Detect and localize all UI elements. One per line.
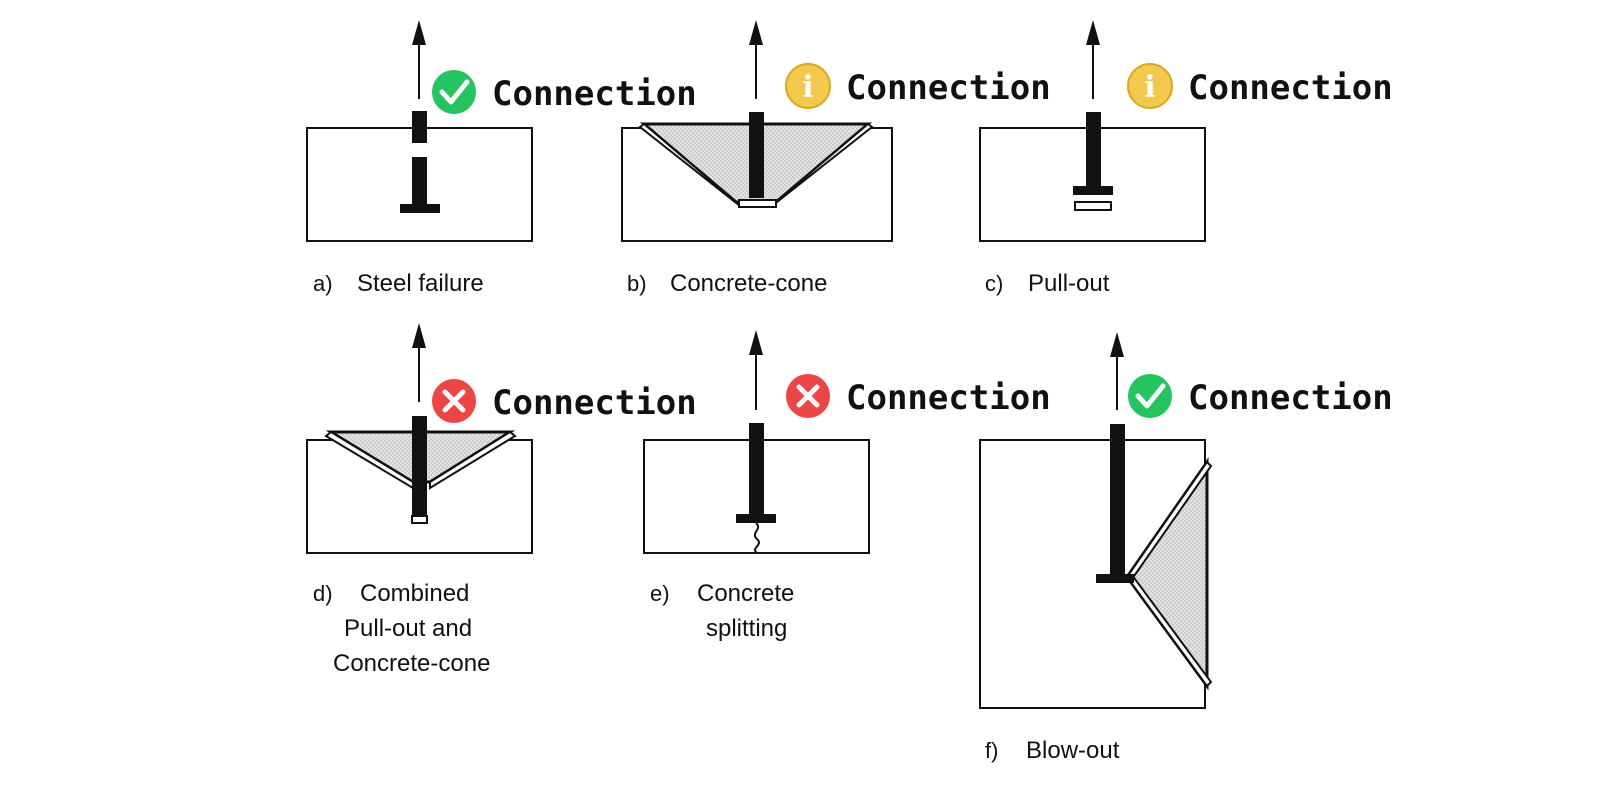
status-info-icon: i	[785, 63, 831, 109]
tension-arrow-head	[1110, 332, 1124, 357]
displaced-bolt-head-outline	[738, 199, 777, 208]
panel-caption-line-1: Combined	[360, 580, 469, 607]
bolt-head	[736, 514, 776, 523]
panel-caption: Steel failure	[357, 270, 484, 297]
cone-crack-gap	[429, 430, 517, 490]
bolt-shaft	[749, 112, 764, 198]
svg-text:i: i	[1144, 70, 1155, 105]
bolt-head	[1073, 186, 1113, 195]
bolt-shaft	[1110, 424, 1125, 579]
connection-label: Connection	[846, 378, 1051, 418]
status-check-icon	[1128, 374, 1172, 418]
tension-arrow-head	[1086, 20, 1100, 45]
panel-d-combined: Connection d) Combined Pull-out and Conc…	[306, 323, 697, 677]
bolt-head	[400, 204, 440, 213]
tension-arrow-head	[749, 20, 763, 45]
panel-c-pull-out: i Connection c) Pull-out	[979, 20, 1393, 297]
bolt-shaft	[749, 423, 764, 518]
panel-caption-line-1: Concrete	[697, 580, 794, 607]
panel-letter: f)	[985, 738, 998, 763]
bolt-shaft	[1086, 112, 1101, 188]
panel-a-steel-failure: Connection a) Steel failure	[306, 20, 697, 297]
connection-label: Connection	[1188, 378, 1393, 418]
panel-b-concrete-cone: i Connection b) Concrete-cone	[621, 20, 1051, 297]
panel-caption-line-3: Concrete-cone	[333, 650, 490, 677]
panel-e-concrete-splitting: Connection e) Concrete splitting	[643, 330, 1051, 642]
panel-f-blow-out: Connection f) Blow-out	[979, 332, 1393, 764]
panel-letter: d)	[313, 581, 333, 606]
status-cross-icon	[432, 379, 476, 423]
tension-arrow-head	[412, 20, 426, 45]
original-head-position-outline	[1074, 201, 1112, 211]
status-check-icon	[432, 70, 476, 114]
bolt-shaft	[412, 416, 427, 516]
bolt-lower-part	[412, 157, 427, 204]
status-info-icon: i	[1127, 63, 1173, 109]
tension-arrow-head	[749, 330, 763, 355]
panel-letter: a)	[313, 271, 333, 296]
panel-caption: Blow-out	[1026, 737, 1120, 764]
panel-letter: e)	[650, 581, 670, 606]
panel-caption: Pull-out	[1028, 270, 1110, 297]
tension-arrow-head	[412, 323, 426, 348]
bolt-upper-part	[412, 111, 427, 143]
panel-caption-line-2: splitting	[706, 615, 787, 642]
panel-caption-line-2: Pull-out and	[344, 615, 472, 642]
panel-letter: b)	[627, 271, 647, 296]
splitting-crack	[753, 522, 760, 554]
connection-label: Connection	[492, 383, 697, 423]
panel-caption: Concrete-cone	[670, 270, 827, 297]
svg-text:i: i	[802, 70, 813, 105]
original-head-position-outline	[411, 515, 428, 524]
panel-letter: c)	[985, 271, 1003, 296]
status-cross-icon	[786, 374, 830, 418]
connection-label: Connection	[846, 68, 1051, 108]
connection-label: Connection	[1188, 68, 1393, 108]
bolt-head	[1096, 574, 1134, 583]
connection-label: Connection	[492, 74, 697, 114]
